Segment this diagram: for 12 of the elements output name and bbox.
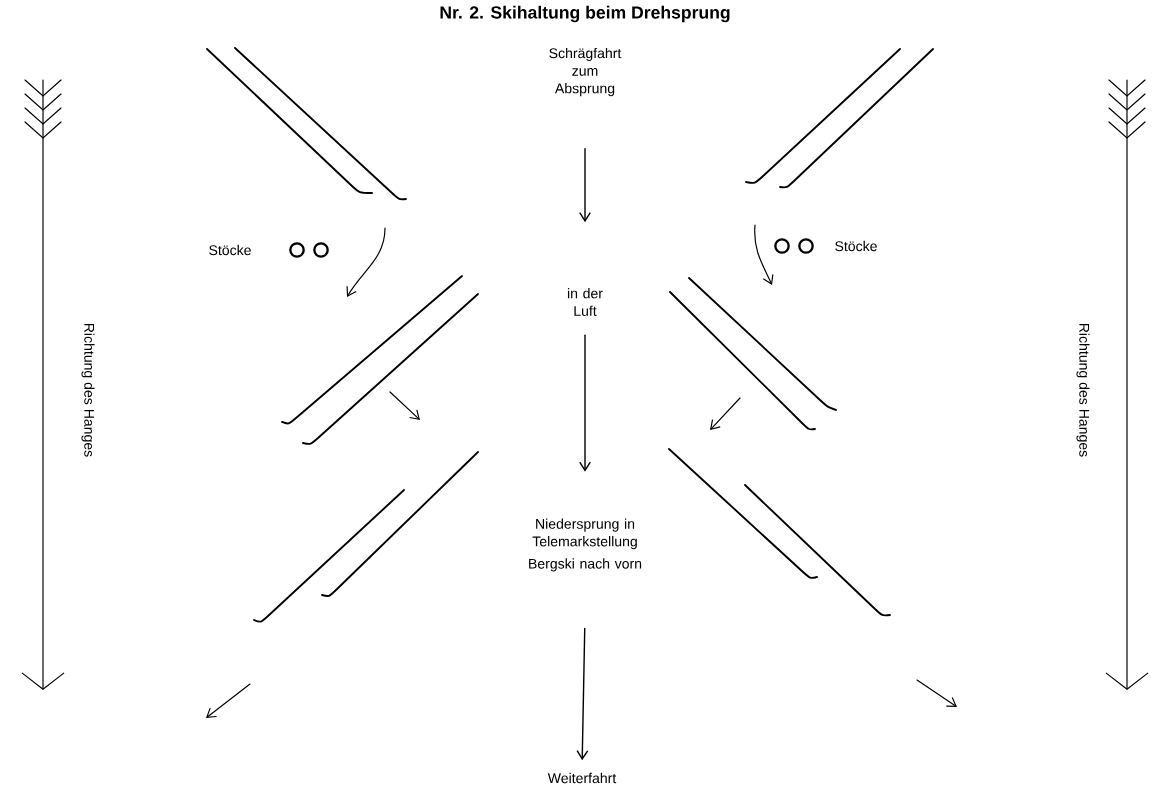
label: Stöcke bbox=[209, 244, 251, 256]
arrow bbox=[579, 334, 591, 472]
step-text: Niedersprung in Telemarkstellung Bergski nach vorn bbox=[529, 518, 642, 572]
arrow bbox=[579, 148, 591, 223]
label: Stöcke bbox=[835, 240, 877, 252]
step-text: Weiterfahrt bbox=[547, 772, 617, 784]
arrow bbox=[576, 627, 589, 761]
title: Nr. 2. Skihaltung beim Drehsprung bbox=[440, 5, 730, 23]
label: Richtung des Hanges bbox=[1076, 323, 1090, 457]
step-text: in der Luft bbox=[567, 288, 603, 316]
step-text: Schrägfahrt zum Absprung bbox=[549, 47, 622, 97]
label: Richtung des Hanges bbox=[81, 323, 95, 457]
